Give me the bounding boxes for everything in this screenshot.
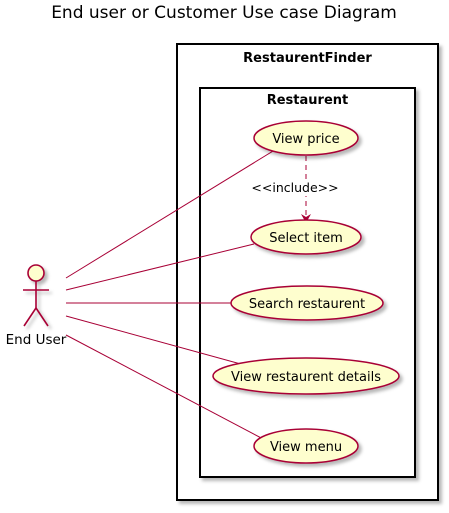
usecase-search-restaurent: Search restaurent	[230, 285, 384, 321]
package-restaurent: Restaurent	[199, 87, 416, 478]
usecase-view-price-label: View price	[272, 132, 339, 147]
usecase-view-menu-label: View menu	[270, 440, 342, 455]
package-restaurent-label: Restaurent	[267, 93, 349, 108]
usecase-select-item-label: Select item	[269, 231, 343, 246]
actor-end-user-label: End User	[6, 332, 67, 348]
usecase-view-menu: View menu	[253, 428, 359, 464]
actor-figure-icon	[23, 264, 49, 327]
associations	[65, 147, 279, 441]
association-view-menu	[65, 334, 266, 441]
diagram-title: End user or Customer Use case Diagram	[51, 3, 397, 23]
usecase-view-restaurent-details-label: View restaurent details	[231, 370, 381, 385]
association-view-restaurent-details	[65, 315, 249, 367]
usecase-view-price: View price	[253, 120, 359, 156]
usecase-search-restaurent-label: Search restaurent	[249, 297, 365, 312]
package-restaurentfinder-label: RestaurentFinder	[243, 51, 372, 66]
usecase-view-restaurent-details: View restaurent details	[212, 357, 400, 395]
association-select-item	[65, 243, 255, 291]
usecase-select-item: Select item	[250, 219, 362, 255]
association-view-price	[65, 147, 279, 279]
include-label: <<include>>	[251, 180, 338, 195]
actor-end-user: End User	[6, 264, 67, 348]
include-relation: <<include>>	[250, 156, 340, 223]
